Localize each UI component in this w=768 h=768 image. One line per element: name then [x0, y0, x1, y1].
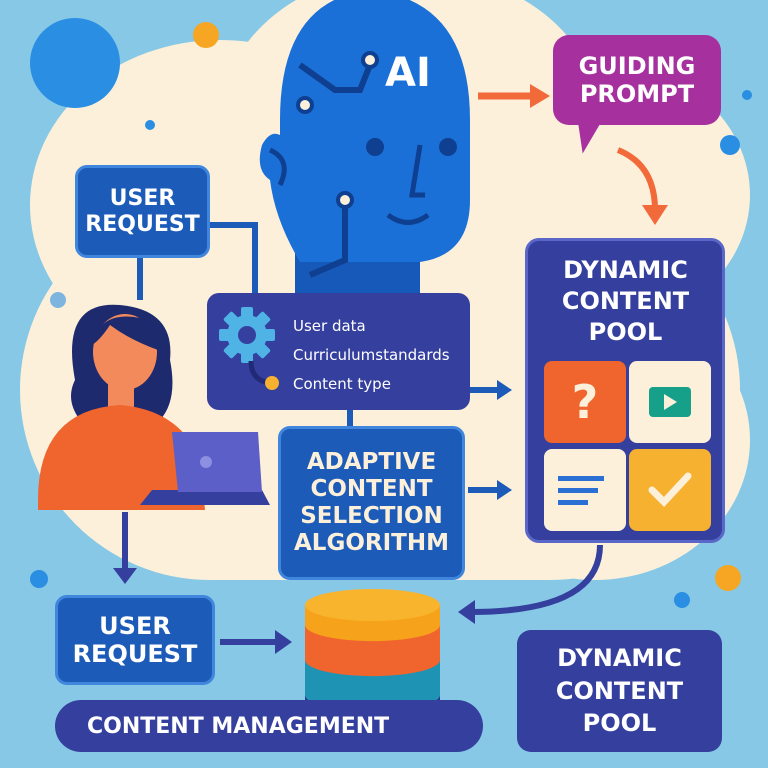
- dynamic-content-pool-box-bottom: DYNAMIC CONTENT POOL: [517, 630, 722, 752]
- decor-circle: [742, 90, 752, 100]
- decor-circle: [145, 120, 155, 130]
- decor-circle: [50, 292, 66, 308]
- content-management-label: CONTENT MANAGEMENT: [87, 713, 390, 739]
- decor-circle: [30, 570, 48, 588]
- decor-circle: [193, 22, 219, 48]
- play-icon: [649, 387, 691, 417]
- user-request-box-top: USER REQUEST: [75, 165, 210, 258]
- decor-circle: [38, 70, 50, 82]
- decor-circle: [674, 592, 690, 608]
- info-item: Curriculumstandards: [293, 346, 450, 364]
- user-request-box-bottom: USER REQUEST: [55, 595, 215, 685]
- panel-title: DYNAMIC CONTENT POOL: [561, 256, 690, 347]
- text-lines-icon: [558, 475, 604, 481]
- video-tile[interactable]: [629, 361, 711, 443]
- gear-icon: [219, 307, 275, 363]
- decor-circle: [715, 565, 741, 591]
- decor-circle: [30, 18, 120, 108]
- dynamic-content-pool-panel: DYNAMIC CONTENT POOL ?: [525, 238, 725, 543]
- adaptive-algorithm-label: ADAPTIVE CONTENT SELECTION ALGORITHM: [294, 448, 449, 557]
- info-item: Content type: [293, 375, 391, 393]
- ai-label: AI: [385, 50, 431, 96]
- adaptive-algorithm-box: ADAPTIVE CONTENT SELECTION ALGORITHM: [278, 426, 465, 580]
- input-data-box: User data Curriculumstandards Content ty…: [207, 293, 470, 410]
- question-mark-icon: ?: [571, 375, 599, 429]
- quiz-tile[interactable]: ?: [544, 361, 626, 443]
- user-request-label: USER REQUEST: [85, 185, 200, 237]
- bullet-dot: [265, 376, 279, 390]
- guiding-prompt-bubble: GUIDING PROMPT: [553, 35, 721, 125]
- info-item: User data: [293, 317, 366, 335]
- guiding-prompt-label: GUIDING PROMPT: [578, 51, 696, 108]
- user-request-label: USER REQUEST: [72, 611, 198, 668]
- decor-circle: [720, 135, 740, 155]
- content-management-bar: CONTENT MANAGEMENT: [55, 700, 483, 752]
- dynamic-pool-label: DYNAMIC CONTENT POOL: [555, 644, 684, 738]
- text-tile[interactable]: [544, 449, 626, 531]
- checkmark-icon: [648, 472, 692, 508]
- checkmark-tile[interactable]: [629, 449, 711, 531]
